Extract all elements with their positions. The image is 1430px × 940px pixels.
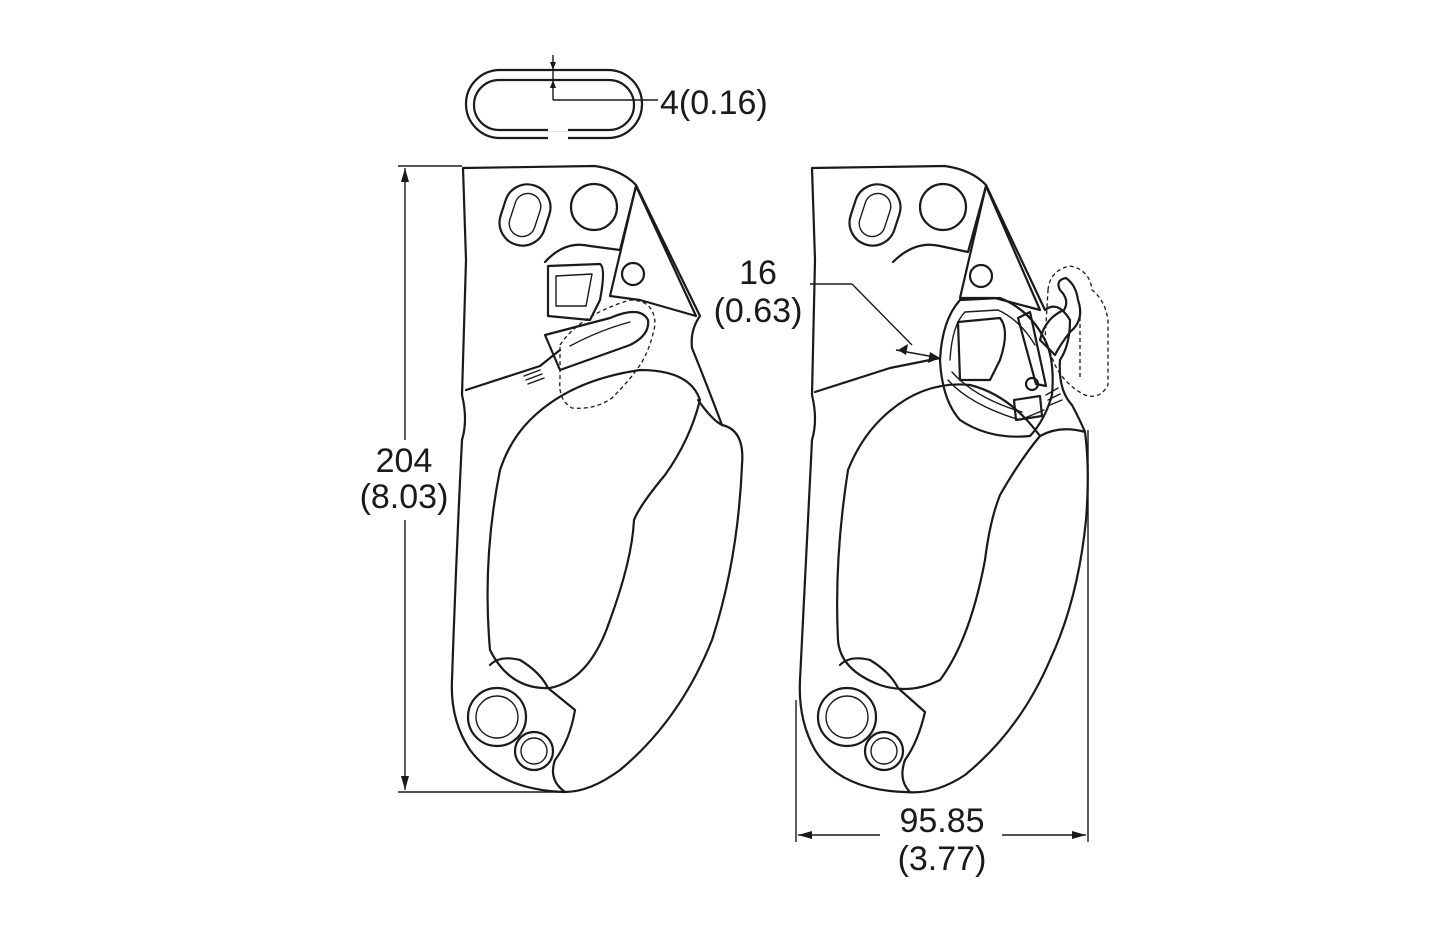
ascender-right-view [798, 164, 1109, 794]
rope-opening-dimension: 16 (0.63) [714, 254, 941, 363]
width-inch-label: (3.77) [898, 840, 987, 878]
rope-cross-section [464, 68, 644, 141]
rope-opening-value-label: 16 [739, 254, 777, 292]
height-inch-label: (8.03) [360, 478, 449, 516]
width-dimension: 95.85 (3.77) [795, 430, 1089, 878]
ascender-left-view [450, 164, 744, 794]
height-value-label: 204 [376, 442, 433, 480]
rope-opening-inch-label: (0.63) [714, 292, 803, 330]
height-dimension: 204 (8.03) [360, 165, 560, 793]
rope-thickness-label: 4(0.16) [660, 84, 768, 122]
width-value-label: 95.85 [899, 802, 984, 840]
rope-thickness-dimension: 4(0.16) [550, 55, 768, 122]
